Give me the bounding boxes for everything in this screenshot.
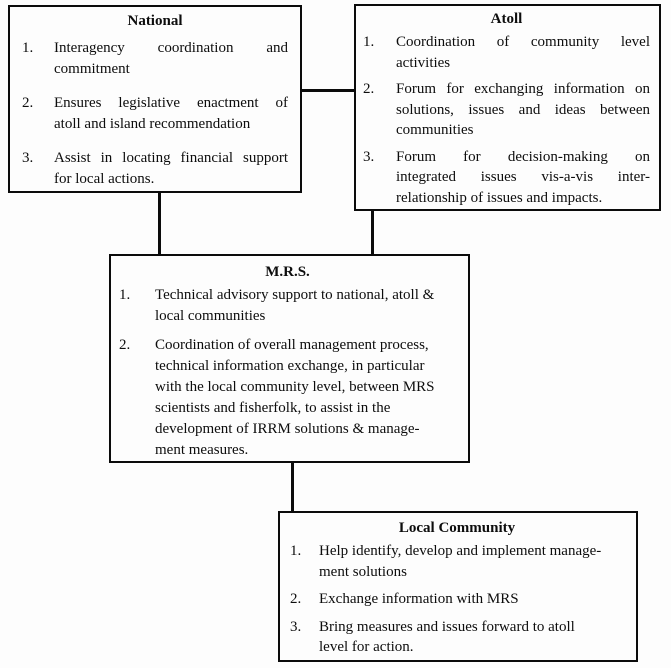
item-line: level for action.: [319, 639, 414, 655]
item-line: communities: [396, 122, 474, 138]
item-lines: Interagency coordination and commitment: [54, 38, 288, 80]
connector-national-mrs: [158, 193, 161, 256]
national-box: National 1. Interagency coordination and…: [8, 5, 302, 193]
atoll-box-title: Atoll: [490, 11, 523, 27]
item-number: 2.: [22, 95, 34, 111]
item-line: Assist in locating financial support: [54, 150, 288, 166]
item-number: 1.: [363, 34, 375, 50]
national-box-title: National: [127, 13, 183, 29]
item-line: relationship of issues and impacts.: [396, 189, 603, 206]
list-item: 1. Interagency coordination and commitme…: [22, 38, 288, 80]
item-line: Technical advisory support to national, …: [155, 287, 435, 303]
item-line: atoll and island recommendation: [54, 116, 251, 132]
list-item: 2. Ensures legislative enactment of atol…: [22, 93, 288, 135]
item-lines: Coordination of community level activiti…: [396, 32, 650, 73]
item-line: technical information exchange, in parti…: [155, 358, 425, 374]
item-lines: Ensures legislative enactment of atoll a…: [54, 93, 288, 135]
mrs-box-title: M.R.S.: [265, 264, 310, 280]
connector-national-atoll: [302, 89, 354, 92]
list-item: 3. Assist in locating financial support …: [22, 148, 288, 190]
item-number: 1.: [290, 543, 302, 559]
item-line: commitment: [54, 61, 130, 77]
local-community-box: Local Community 1. Help identify, develo…: [278, 511, 638, 662]
item-number: 3.: [363, 148, 375, 165]
local-community-box-title: Local Community: [398, 520, 516, 536]
item-line: ment measures.: [155, 442, 249, 458]
item-lines: Exchange information with MRS: [319, 589, 624, 610]
item-number: 2.: [119, 337, 131, 353]
item-lines: Forum for decision-making on integrated …: [396, 147, 650, 209]
item-number: 3.: [22, 150, 34, 166]
item-line: Ensures legislative enactment of: [54, 95, 288, 111]
list-item: 2. Forum for exchanging information on s…: [363, 79, 650, 141]
item-line: Coordination of overall management proce…: [155, 337, 429, 353]
item-lines: Coordination of overall management proce…: [155, 335, 456, 461]
item-lines: Help identify, develop and implement man…: [319, 541, 624, 582]
item-lines: Bring measures and issues forward to ato…: [319, 617, 624, 658]
item-line: Exchange information with MRS: [319, 591, 519, 607]
item-number: 1.: [22, 40, 34, 56]
item-number: 1.: [119, 287, 131, 303]
connector-atoll-mrs: [371, 211, 374, 256]
list-item: 1. Technical advisory support to nationa…: [119, 285, 456, 327]
list-item: 2. Exchange information with MRS: [290, 589, 624, 610]
list-item: 1. Help identify, develop and implement …: [290, 541, 624, 582]
item-line: for local actions.: [54, 171, 155, 187]
item-line: Coordination of community level: [396, 34, 650, 50]
list-item: 1. Coordination of community level activ…: [363, 32, 650, 73]
item-number: 3.: [290, 618, 302, 635]
item-line: local communities: [155, 308, 266, 324]
item-line: activities: [396, 54, 451, 71]
list-item: 3. Bring measures and issues forward to …: [290, 617, 624, 658]
item-line: solutions, issues and ideas between: [396, 101, 650, 118]
item-number: 2.: [363, 81, 375, 97]
item-line: integrated issues vis-a-vis inter-: [396, 169, 650, 185]
item-line: Forum for decision-making on: [396, 148, 650, 165]
item-lines: Forum for exchanging information on solu…: [396, 79, 650, 141]
mrs-box: M.R.S. 1. Technical advisory support to …: [109, 254, 470, 463]
connector-mrs-local-community: [291, 463, 294, 513]
item-line: Bring measures and issues forward to ato…: [319, 618, 575, 635]
atoll-box: Atoll 1. Coordination of community level…: [354, 4, 661, 211]
item-line: Help identify, develop and implement man…: [319, 543, 602, 559]
item-line: ment solutions: [319, 563, 407, 580]
item-number: 2.: [290, 591, 302, 607]
item-lines: Technical advisory support to national, …: [155, 285, 456, 327]
item-line: development of IRRM solutions & manage-: [155, 421, 420, 437]
list-item: 2. Coordination of overall management pr…: [119, 335, 456, 461]
item-lines: Assist in locating financial support for…: [54, 148, 288, 190]
list-item: 3. Forum for decision-making on integrat…: [363, 147, 650, 209]
item-line: Interagency coordination and: [54, 40, 288, 56]
item-line: Forum for exchanging information on: [396, 81, 650, 97]
item-line: scientists and fisherfolk, to assist in …: [155, 400, 391, 416]
item-line: with the local community level, between …: [155, 379, 435, 395]
